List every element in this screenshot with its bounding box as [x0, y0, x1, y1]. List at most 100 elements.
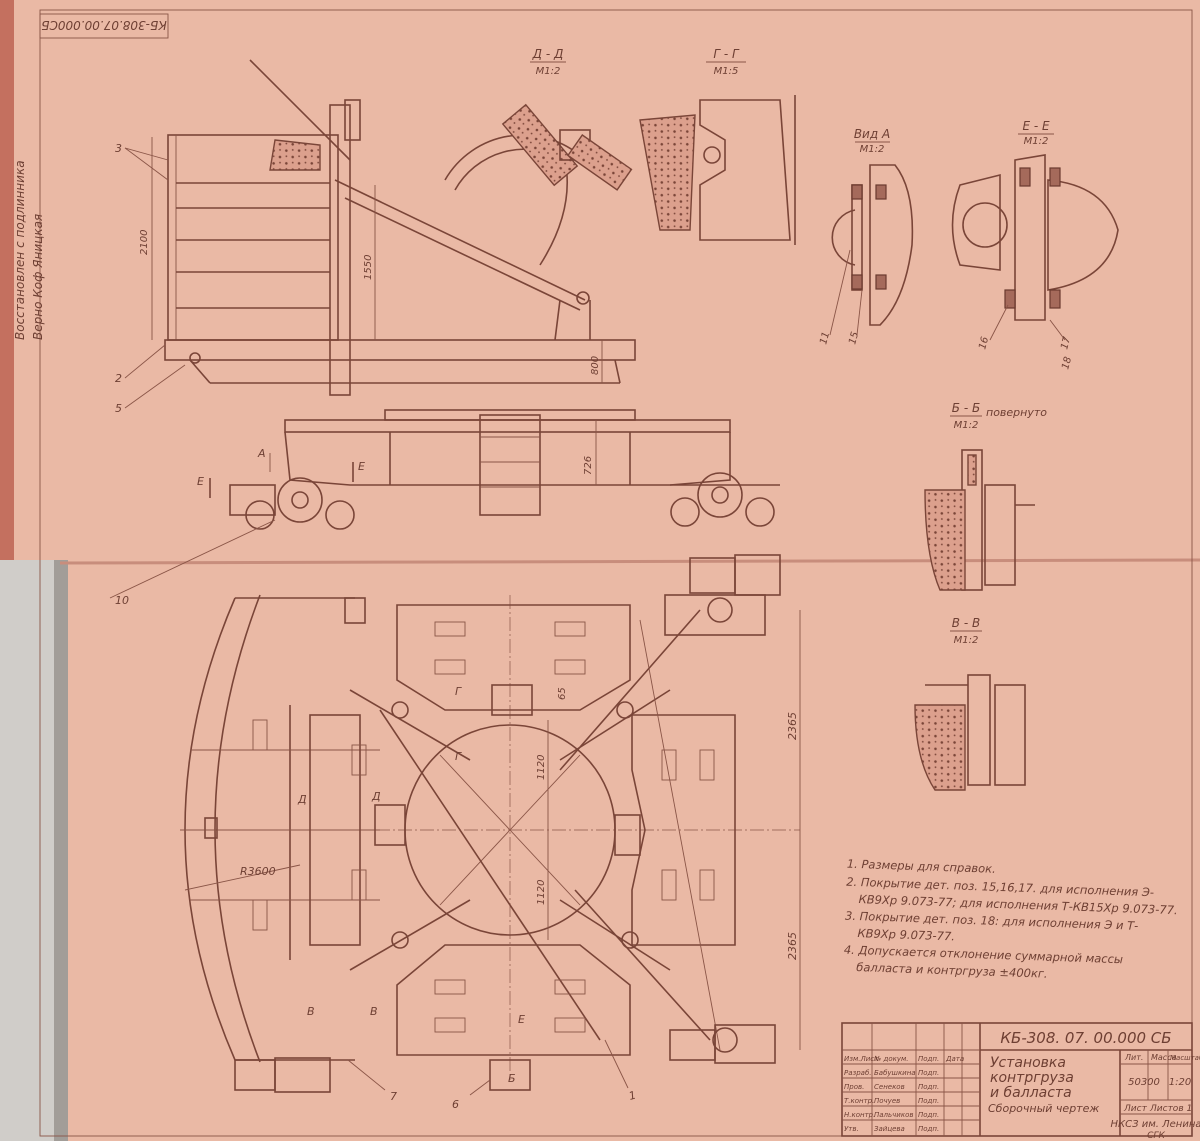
- dim-65: 65: [557, 687, 568, 700]
- title-col-mass: Масса: [1151, 1053, 1177, 1062]
- svg-text:Подп.: Подп.: [918, 1069, 939, 1077]
- callout-17: 17: [1059, 335, 1073, 351]
- mark-g-top: Г: [455, 685, 462, 698]
- section-dd: Д - Д М1:2: [444, 47, 633, 266]
- dim-726: 726: [583, 456, 594, 475]
- section-gg: Г - Г М1:5: [639, 47, 796, 245]
- title-sheet: Лист: [1123, 1104, 1148, 1114]
- title-designation: КБ-308. 07. 00.000 СБ: [1000, 1029, 1171, 1047]
- section-bb-scale: М1:2: [954, 420, 979, 431]
- section-dd-scale: М1:2: [536, 66, 561, 77]
- note-line-1: 1. Размеры для справок.: [847, 857, 996, 876]
- svg-text:Изм.Лист: Изм.Лист: [844, 1055, 879, 1063]
- paper-curl-edge: [54, 560, 68, 1141]
- code-stamp: КБ-308.07.00.000СБ: [39, 13, 169, 39]
- view-a: Вид А М1:2 11 15: [818, 127, 914, 346]
- view-a-title: Вид А: [854, 127, 890, 141]
- title-row: Изм.Лист № докум. Подп. Дата: [844, 1055, 964, 1063]
- section-vv-scale: М1:2: [954, 635, 979, 646]
- dim-2365-top: 2365: [786, 712, 799, 740]
- svg-text:Разраб.: Разраб.: [844, 1069, 872, 1077]
- callout-15: 15: [847, 331, 861, 346]
- svg-text:Н.контр.: Н.контр.: [844, 1111, 875, 1119]
- section-gg-scale: М1:5: [714, 66, 739, 77]
- section-ee: Е - Е М1:2 16 17 18: [951, 119, 1119, 371]
- note-line-5: КВ9Хр 9.073-77.: [857, 926, 955, 943]
- svg-text:Подп.: Подп.: [918, 1111, 939, 1119]
- section-gg-title: Г - Г: [713, 47, 740, 61]
- title-row: Утв. Зайцева Подп.: [844, 1125, 939, 1133]
- title-row: Т.контр. Почуев Подп.: [844, 1097, 939, 1105]
- callout-6: 6: [452, 1098, 459, 1111]
- svg-text:Утв.: Утв.: [844, 1125, 859, 1133]
- dim-2100: 2100: [139, 230, 150, 255]
- svg-text:№ докум.: № докум.: [873, 1055, 909, 1063]
- chassis-elevation: 726 А Е Е 10: [109, 409, 780, 607]
- callout-1: 1: [627, 1089, 637, 1103]
- dim-2365-bottom: 2365: [786, 932, 799, 960]
- svg-text:Бабушкина: Бабушкина: [874, 1069, 916, 1077]
- margin-note-2: Верно Коф Яницкая: [31, 214, 45, 340]
- callout-2: 2: [115, 372, 122, 385]
- svg-text:Пальчиков: Пальчиков: [874, 1111, 913, 1119]
- title-name-3: и балласта: [990, 1085, 1072, 1101]
- svg-text:Т.контр.: Т.контр.: [844, 1097, 874, 1105]
- elevation-view: 2100 1550 800 3 2 5: [115, 59, 636, 415]
- margin-note-1: Восстановлен с подлинника: [13, 160, 27, 340]
- title-row: Пров. Сенеков Подп.: [844, 1083, 939, 1091]
- mark-b-bottom: Б: [508, 1072, 516, 1085]
- border-frame: [39, 9, 1193, 1137]
- section-ee-scale: М1:2: [1024, 136, 1049, 147]
- section-vv-title: В - В: [952, 616, 980, 630]
- svg-text:Подп.: Подп.: [918, 1097, 939, 1105]
- view-a-scale: М1:2: [860, 144, 885, 155]
- callout-18: 18: [1060, 356, 1074, 371]
- paper-shadow-left: [0, 0, 14, 560]
- title-col-lit: Лит.: [1124, 1053, 1143, 1062]
- svg-text:Пров.: Пров.: [844, 1083, 864, 1091]
- section-bb: Б - Б повернуто М1:2: [924, 401, 1047, 591]
- title-org-1: НКСЗ им. Ленина: [1111, 1119, 1200, 1130]
- title-col-scale: Масштаб: [1170, 1054, 1200, 1062]
- dim-1120-top: 1120: [536, 755, 547, 780]
- paper-curl-left: [0, 560, 64, 1141]
- svg-text:Почуев: Почуев: [874, 1097, 900, 1105]
- title-doc-type: Сборочный чертеж: [988, 1102, 1099, 1115]
- note-line-7: балласта и контргруза ±400кг.: [856, 960, 1048, 981]
- title-mass: 50300: [1128, 1077, 1160, 1088]
- section-ee-title: Е - Е: [1022, 119, 1050, 133]
- section-dd-title: Д - Д: [532, 47, 564, 61]
- callout-11: 11: [818, 331, 832, 346]
- svg-text:Зайцева: Зайцева: [874, 1125, 905, 1133]
- mark-e-bottom: Е: [518, 1013, 525, 1026]
- dim-r3600: R3600: [240, 865, 276, 878]
- callout-16: 16: [977, 336, 991, 351]
- callout-10: 10: [115, 594, 129, 607]
- mark-v-left: В: [307, 1005, 315, 1018]
- mark-d-right: Д: [371, 790, 381, 803]
- horizontal-fold: [59, 558, 1200, 565]
- section-bb-note: повернуто: [986, 406, 1047, 419]
- title-name-1: Установка: [990, 1055, 1066, 1071]
- section-vv: В - В М1:2: [914, 616, 1026, 791]
- title-sheets: Листов 1: [1149, 1104, 1192, 1114]
- callout-7: 7: [390, 1090, 397, 1103]
- title-row: Н.контр. Пальчиков Подп.: [844, 1111, 939, 1119]
- mark-v-right: В: [370, 1005, 378, 1018]
- callout-3: 3: [115, 142, 122, 155]
- dim-1550: 1550: [363, 255, 374, 280]
- svg-text:Сенеков: Сенеков: [874, 1083, 905, 1091]
- svg-text:Подп.: Подп.: [918, 1083, 939, 1091]
- mark-d-left: Д: [297, 793, 307, 806]
- svg-text:Подп.: Подп.: [918, 1125, 939, 1133]
- mark-g-mid: Г: [455, 750, 462, 763]
- callout-5: 5: [115, 402, 122, 415]
- svg-text:Подп.: Подп.: [918, 1055, 939, 1063]
- title-org-2: СГК: [1147, 1131, 1165, 1141]
- title-block: КБ-308. 07. 00.000 СБ Установка контргру…: [841, 1022, 1200, 1141]
- mark-e-left: Е: [197, 475, 204, 488]
- code-stamp-text: КБ-308.07.00.000СБ: [41, 18, 166, 32]
- title-scale: 1:20: [1169, 1077, 1191, 1088]
- title-row: Разраб. Бабушкина Подп.: [844, 1069, 939, 1077]
